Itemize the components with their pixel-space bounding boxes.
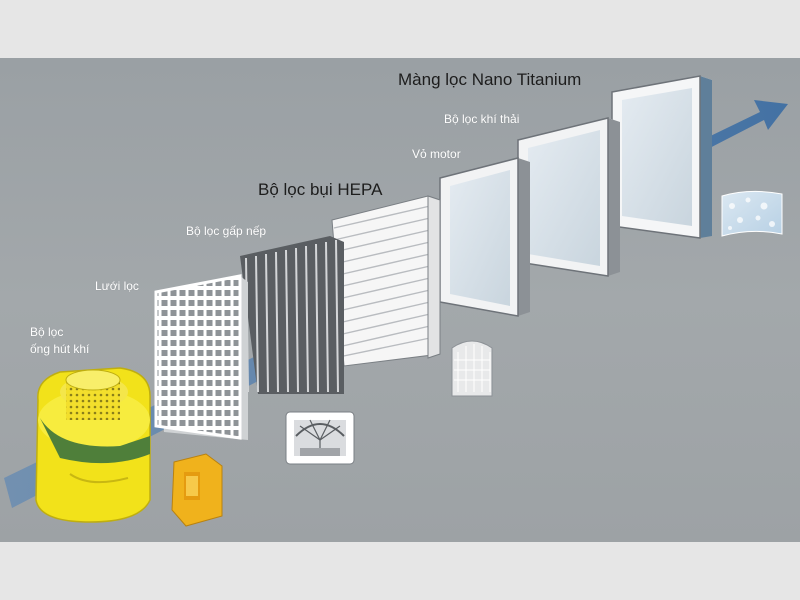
mesh-filter xyxy=(154,274,248,440)
motor-housing-detail-part xyxy=(451,340,493,397)
pleated-detail-part xyxy=(285,411,355,465)
motor-housing-frame xyxy=(439,157,530,317)
label-exhaust-filter: Bộ lọc khí thải xyxy=(444,112,520,126)
label-motor-housing: Vỏ motor xyxy=(412,147,461,161)
intake-filter-part xyxy=(35,367,151,523)
intake-small-part xyxy=(171,453,223,527)
label-mesh-filter: Lưới lọc xyxy=(95,279,139,293)
label-intake-filter-line2: ống hút khí xyxy=(30,342,90,356)
label-intake-filter-line1: Bộ lọc xyxy=(30,325,64,339)
nano-membrane-sample xyxy=(721,190,783,237)
pleated-filter xyxy=(240,236,344,394)
label-hepa-filter: Bộ lọc bụi HEPA xyxy=(258,180,383,199)
nano-titanium-frame xyxy=(611,75,712,239)
exhaust-filter-frame xyxy=(517,117,620,277)
label-pleated-filter: Bộ lọc gấp nếp xyxy=(186,224,267,238)
hepa-filter xyxy=(331,195,441,367)
label-nano-titanium: Màng lọc Nano Titanium xyxy=(398,70,582,89)
